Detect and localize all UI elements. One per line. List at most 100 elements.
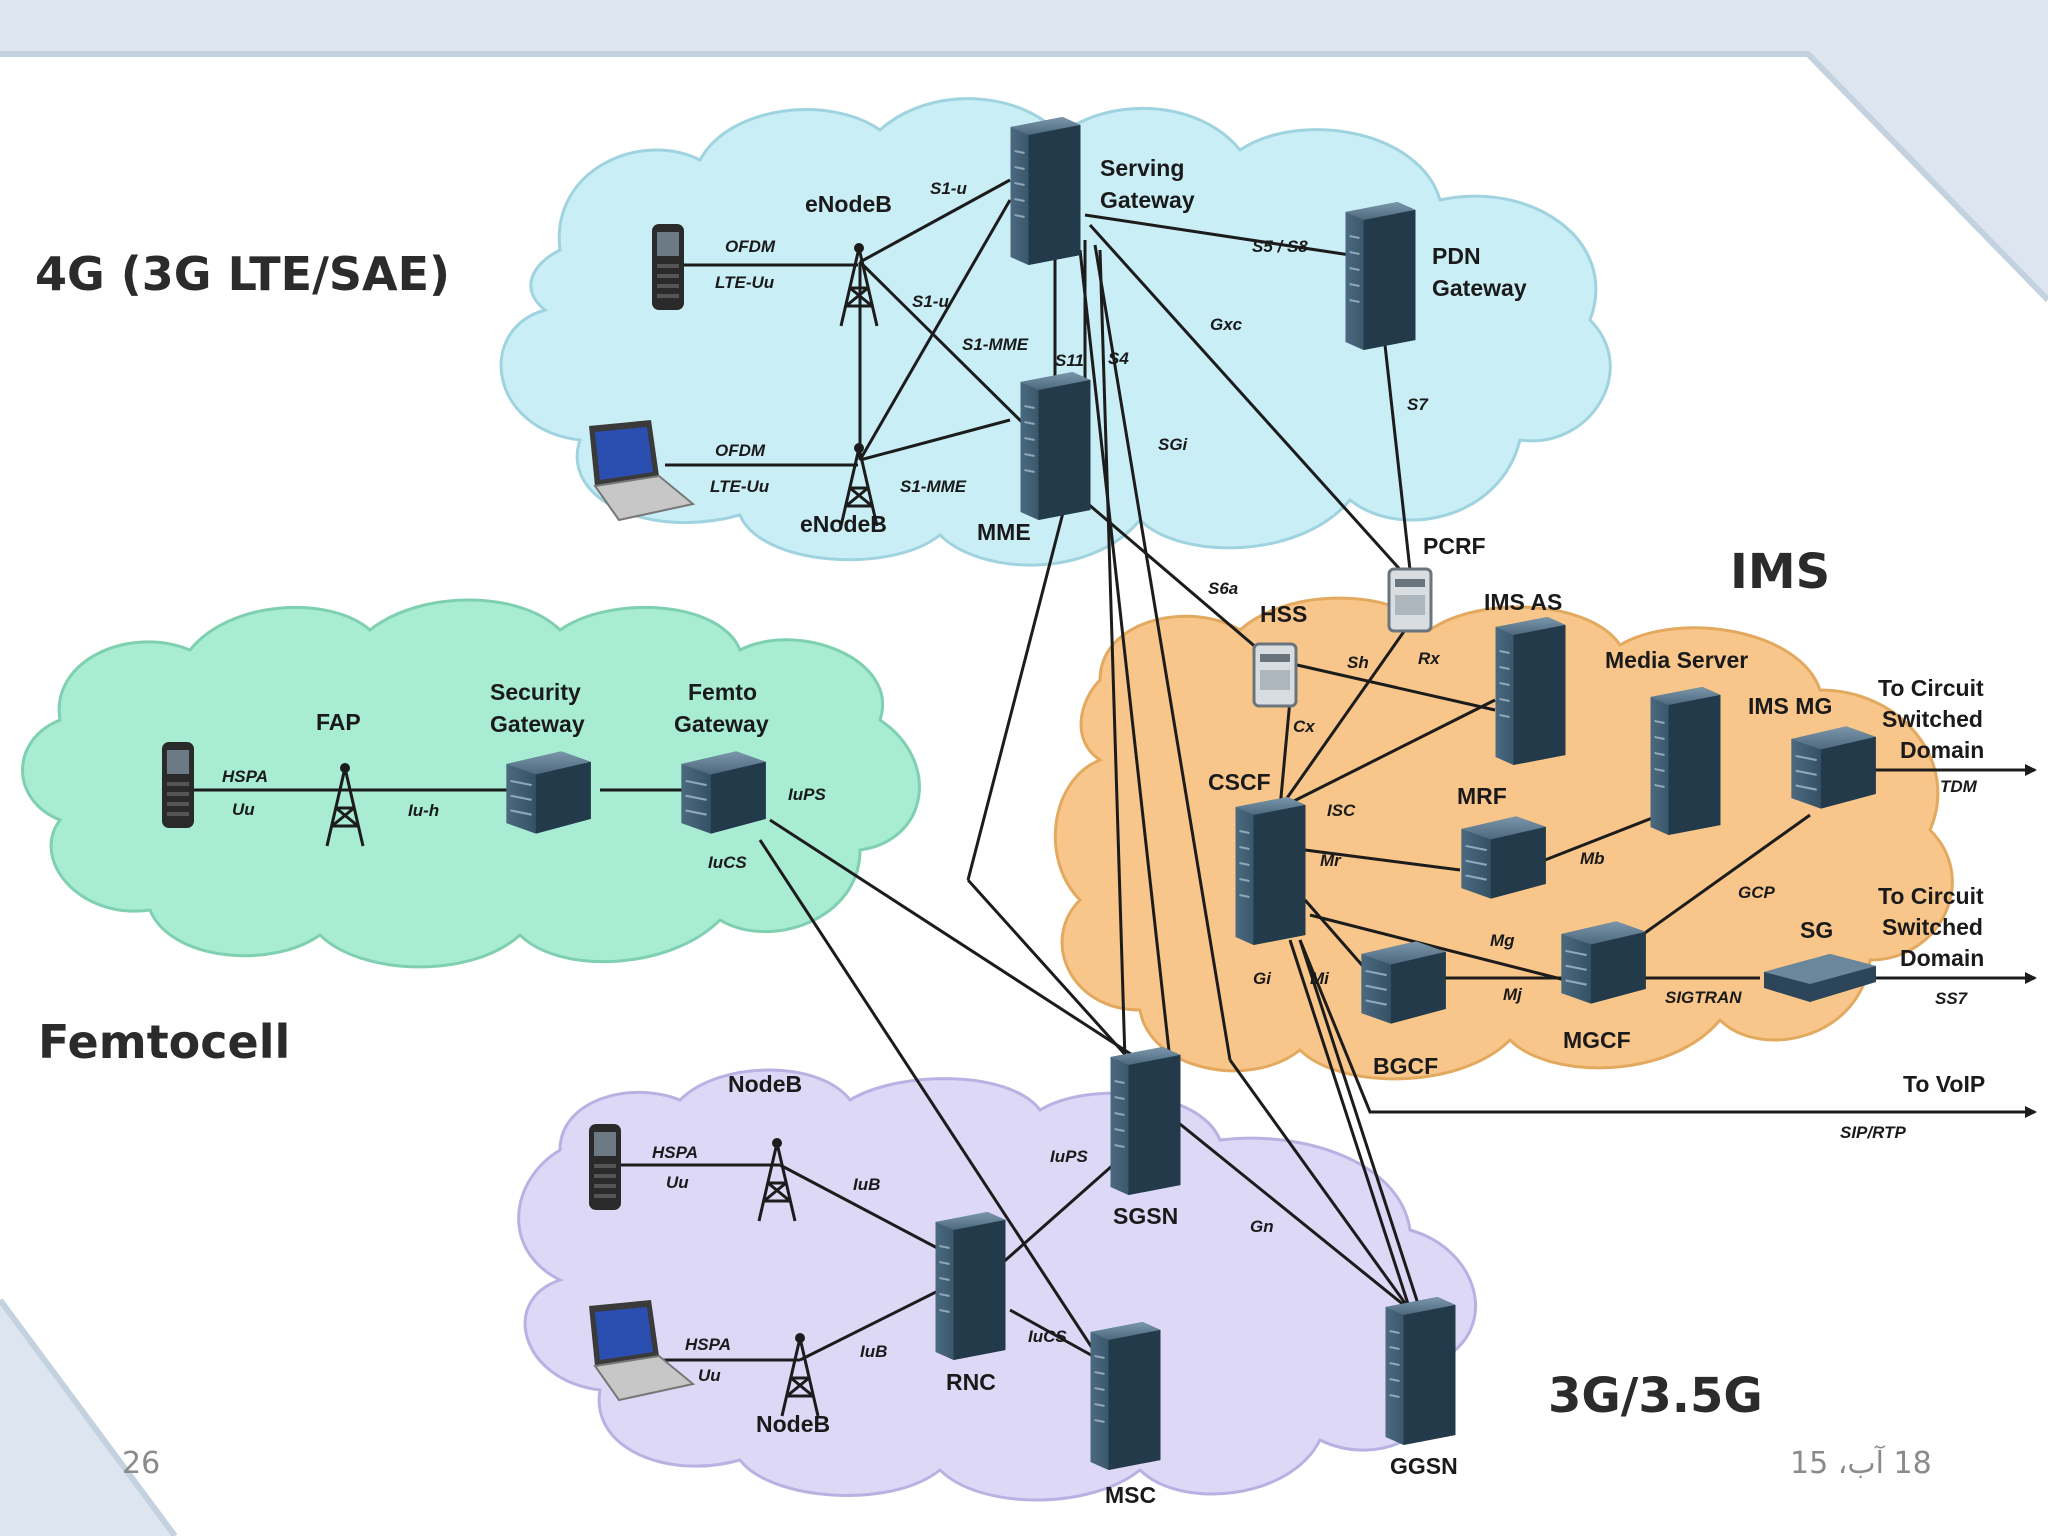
mme-label: MME	[977, 519, 1031, 545]
sgsn-icon	[1109, 1045, 1182, 1195]
region-title-umts: 3G/3.5G	[1548, 1368, 1763, 1424]
bgcf-label: BGCF	[1373, 1053, 1438, 1079]
ims-mg-label: IMS MG	[1748, 693, 1832, 719]
femto-gateway-label-1: Femto	[688, 679, 757, 705]
sg-label: SG	[1800, 917, 1833, 943]
ims-as-label: IMS AS	[1484, 589, 1562, 615]
iface-mr: Mr	[1320, 851, 1342, 870]
ims-as-icon	[1494, 615, 1567, 765]
media-server-label: Media Server	[1605, 647, 1748, 673]
mgcf-icon	[1560, 920, 1647, 1005]
security-gateway-label-1: Security	[490, 679, 581, 705]
cs-ss7-label-2: Switched	[1882, 914, 1983, 940]
femto-cloud	[21, 598, 921, 969]
iface-sigtran: SIGTRAN	[1665, 988, 1742, 1007]
slide-date: 18 آب، 15	[1790, 1446, 1932, 1481]
sgsn-label: SGSN	[1113, 1203, 1178, 1229]
iface-uu-2: Uu	[698, 1366, 721, 1385]
media-server-icon	[1649, 685, 1722, 835]
iface-gcp: GCP	[1738, 883, 1776, 902]
iface-s11: S11	[1055, 351, 1084, 370]
iface-hspa-2: HSPA	[685, 1335, 731, 1354]
pcrf-label: PCRF	[1423, 533, 1486, 559]
cs-ss7-label-3: Domain	[1900, 945, 1984, 971]
femto-gateway-label-2: Gateway	[674, 711, 769, 737]
iface-s1u-a: S1-u	[930, 179, 967, 198]
pcrf-icon	[1387, 567, 1433, 633]
iface-uu-f: Uu	[232, 800, 255, 819]
iface-gxc: Gxc	[1210, 315, 1243, 334]
iface-iub-2: IuB	[860, 1342, 887, 1361]
serving-gateway-label-2: Gateway	[1100, 187, 1195, 213]
iface-iups-f: IuPS	[788, 785, 826, 804]
security-gateway-label-2: Gateway	[490, 711, 585, 737]
enodeb-top-label: eNodeB	[805, 191, 892, 217]
iface-iucs-f: IuCS	[708, 853, 747, 872]
rnc-label: RNC	[946, 1369, 996, 1395]
node-labels: Serving Gateway PDN Gateway eNodeB eNode…	[316, 155, 1833, 1508]
mgcf-label: MGCF	[1563, 1027, 1631, 1053]
ggsn-label: GGSN	[1390, 1453, 1458, 1479]
iface-iups-u: IuPS	[1050, 1147, 1088, 1166]
iface-sh: Sh	[1347, 653, 1369, 672]
iface-lteuu-2: LTE-Uu	[710, 477, 770, 496]
interface-labels: OFDM LTE-Uu OFDM LTE-Uu S1-u S1-u S1-MME…	[222, 179, 1776, 1385]
serving-gateway-icon	[1009, 115, 1082, 265]
iface-mj: Mj	[1503, 985, 1523, 1004]
iface-ofdm-2: OFDM	[715, 441, 766, 460]
iface-rx: Rx	[1418, 649, 1441, 668]
iface-s1mme-a: S1-MME	[962, 335, 1029, 354]
iface-mi: Mi	[1310, 969, 1330, 988]
femto-phone-icon	[162, 742, 194, 828]
msc-icon	[1089, 1320, 1162, 1470]
iface-s4: S4	[1108, 349, 1129, 368]
cs-tdm-label-3: Domain	[1900, 737, 1984, 763]
hss-label: HSS	[1260, 601, 1307, 627]
exit-labels: To Circuit Switched Domain TDM To Circui…	[1840, 675, 1985, 1142]
region-title-ims: IMS	[1730, 544, 1830, 600]
network-links	[180, 178, 2037, 1362]
serving-gateway-label-1: Serving	[1100, 155, 1184, 181]
msc-label: MSC	[1105, 1482, 1156, 1508]
ggsn-icon	[1384, 1295, 1457, 1445]
mrf-label: MRF	[1457, 783, 1507, 809]
mrf-icon	[1460, 815, 1547, 900]
cscf-icon	[1234, 795, 1307, 945]
iface-lteuu-1: LTE-Uu	[715, 273, 775, 292]
rnc-icon	[934, 1210, 1007, 1360]
iface-sgi: SGi	[1158, 435, 1189, 454]
iface-s1u-b: S1-u	[912, 292, 949, 311]
mme-icon	[1019, 370, 1092, 520]
iface-isc: ISC	[1327, 801, 1356, 820]
iface-iub-1: IuB	[853, 1175, 880, 1194]
enodeb-bottom-label: eNodeB	[800, 511, 887, 537]
iface-hspa-f: HSPA	[222, 767, 268, 786]
cs-tdm-proto: TDM	[1940, 777, 1978, 796]
iface-cx: Cx	[1293, 717, 1316, 736]
cs-ss7-proto: SS7	[1935, 989, 1969, 1008]
iface-s1mme-b: S1-MME	[900, 477, 967, 496]
nodeb-top-label: NodeB	[728, 1071, 802, 1097]
region-title-femto: Femtocell	[38, 1015, 290, 1069]
iface-s7: S7	[1407, 395, 1429, 414]
iface-ofdm-1: OFDM	[725, 237, 776, 256]
iface-iucs-u: IuCS	[1028, 1327, 1067, 1346]
umts-phone-icon	[589, 1124, 621, 1210]
pdn-gateway-icon	[1344, 200, 1417, 350]
fap-label: FAP	[316, 709, 361, 735]
iface-s5s8: S5 / S8	[1252, 237, 1308, 256]
iface-gi: Gi	[1253, 969, 1272, 988]
voip-label: To VoIP	[1903, 1071, 1985, 1097]
iface-mb: Mb	[1580, 849, 1605, 868]
voip-proto: SIP/RTP	[1840, 1123, 1906, 1142]
lte-phone-icon	[652, 224, 684, 310]
femto-gateway-icon	[680, 750, 767, 835]
iface-s6a: S6a	[1208, 579, 1238, 598]
iface-gn: Gn	[1250, 1217, 1274, 1236]
iface-mg: Mg	[1490, 931, 1515, 950]
cs-ss7-label-1: To Circuit	[1878, 883, 1984, 909]
iface-hspa-1: HSPA	[652, 1143, 698, 1162]
cs-tdm-label-2: Switched	[1882, 706, 1983, 732]
cscf-label: CSCF	[1208, 769, 1271, 795]
